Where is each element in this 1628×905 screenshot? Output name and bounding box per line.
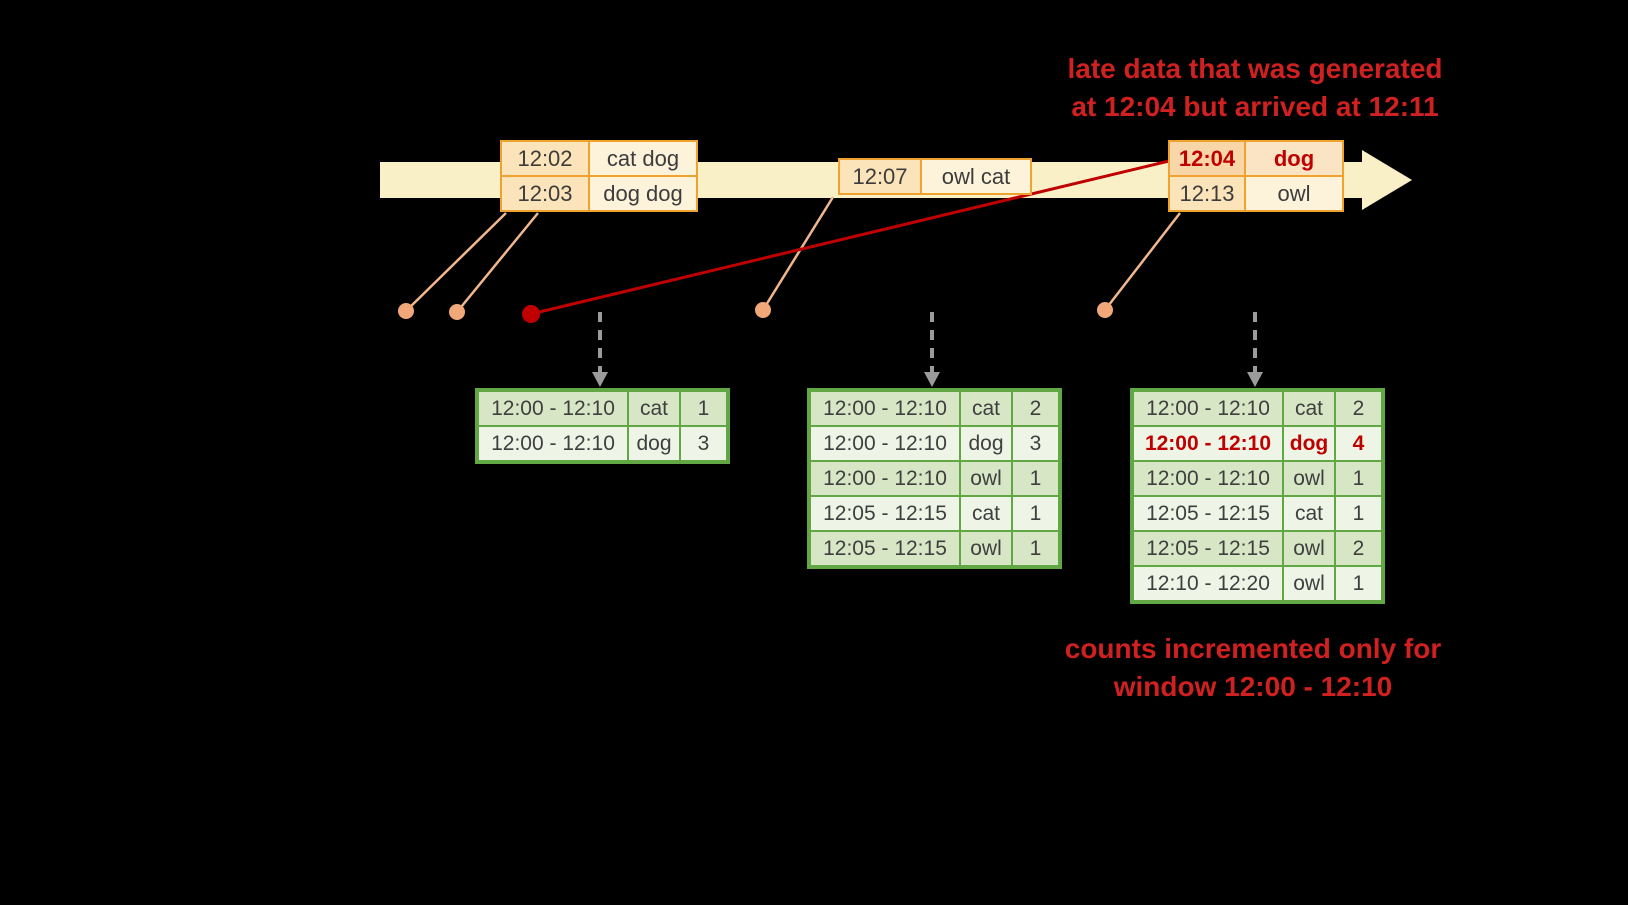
table-row: 12:00 - 12:10 dog 3 <box>810 426 1059 461</box>
event-box-1207: 12:07 owl cat <box>838 158 1032 195</box>
word-cell: cat <box>1283 391 1335 426</box>
count-cell: 1 <box>680 391 727 426</box>
word-cell: owl <box>960 461 1012 496</box>
event-words: dog <box>1245 141 1343 176</box>
late-updated-table-row: 12:00 - 12:10 dog 4 <box>1133 426 1382 461</box>
table-row: 12:05 - 12:15 cat 1 <box>1133 496 1382 531</box>
word-cell: owl <box>1283 566 1335 601</box>
count-cell: 2 <box>1012 391 1059 426</box>
event-words: dog dog <box>589 176 697 211</box>
window-cell: 12:00 - 12:10 <box>1133 461 1283 496</box>
window-cell: 12:05 - 12:15 <box>1133 531 1283 566</box>
event-time: 12:03 <box>501 176 589 211</box>
word-cell: dog <box>628 426 680 461</box>
result-table-3: 12:00 - 12:10 cat 2 12:00 - 12:10 dog 4 … <box>1130 388 1385 604</box>
count-cell: 3 <box>1012 426 1059 461</box>
window-cell: 12:00 - 12:10 <box>810 461 960 496</box>
late-data-annotation: late data that was generated at 12:04 bu… <box>960 50 1550 126</box>
event-connector-line <box>456 212 539 313</box>
trigger-arrowhead <box>1247 372 1263 387</box>
event-words: cat dog <box>589 141 697 176</box>
event-time: 12:13 <box>1169 176 1245 211</box>
event-time: 12:04 <box>1169 141 1245 176</box>
late-data-dot <box>522 305 540 323</box>
table-row: 12:05 - 12:15 cat 1 <box>810 496 1059 531</box>
event-row: 12:07 owl cat <box>839 159 1031 194</box>
event-row: 12:02 cat dog <box>501 141 697 176</box>
word-cell: dog <box>960 426 1012 461</box>
word-cell: cat <box>628 391 680 426</box>
result-table-1: 12:00 - 12:10 cat 1 12:00 - 12:10 dog 3 <box>475 388 730 464</box>
event-connector-line <box>1104 212 1181 311</box>
count-cell: 1 <box>1012 496 1059 531</box>
window-cell: 12:00 - 12:10 <box>478 426 628 461</box>
count-cell: 2 <box>1335 531 1382 566</box>
window-cell: 12:00 - 12:10 <box>810 391 960 426</box>
late-data-connector-line <box>530 159 1170 316</box>
table-row: 12:00 - 12:10 dog 3 <box>478 426 727 461</box>
table-row: 12:00 - 12:10 cat 2 <box>810 391 1059 426</box>
word-cell: dog <box>1283 426 1335 461</box>
event-dot <box>449 304 465 320</box>
count-cell: 1 <box>1335 566 1382 601</box>
event-box-1202-1203: 12:02 cat dog 12:03 dog dog <box>500 140 698 212</box>
counts-annotation-line1: counts incremented only for <box>1064 633 1442 664</box>
event-words: owl cat <box>921 159 1031 194</box>
count-cell: 2 <box>1335 391 1382 426</box>
window-cell: 12:00 - 12:10 <box>1133 426 1283 461</box>
event-row: 12:13 owl <box>1169 176 1343 211</box>
window-cell: 12:05 - 12:15 <box>810 531 960 566</box>
count-cell: 3 <box>680 426 727 461</box>
event-dot <box>398 303 414 319</box>
table-row: 12:00 - 12:10 cat 1 <box>478 391 727 426</box>
word-cell: cat <box>960 496 1012 531</box>
trigger-arrowhead <box>924 372 940 387</box>
table-row: 12:00 - 12:10 owl 1 <box>1133 461 1382 496</box>
table-row: 12:00 - 12:10 cat 2 <box>1133 391 1382 426</box>
event-time: 12:07 <box>839 159 921 194</box>
window-cell: 12:00 - 12:10 <box>810 426 960 461</box>
event-box-1204-1213: 12:04 dog 12:13 owl <box>1168 140 1344 212</box>
event-connector-line <box>761 196 835 311</box>
event-row: 12:03 dog dog <box>501 176 697 211</box>
count-cell: 1 <box>1012 461 1059 496</box>
table-row: 12:10 - 12:20 owl 1 <box>1133 566 1382 601</box>
event-words: owl <box>1245 176 1343 211</box>
result-table-2: 12:00 - 12:10 cat 2 12:00 - 12:10 dog 3 … <box>807 388 1062 569</box>
window-cell: 12:00 - 12:10 <box>478 391 628 426</box>
late-data-annotation-line1: late data that was generated <box>1067 53 1443 84</box>
word-cell: cat <box>1283 496 1335 531</box>
count-cell: 4 <box>1335 426 1382 461</box>
trigger-arrowhead <box>592 372 608 387</box>
word-cell: cat <box>960 391 1012 426</box>
count-cell: 1 <box>1335 496 1382 531</box>
counts-incremented-annotation: counts incremented only for window 12:00… <box>1028 630 1478 706</box>
late-data-annotation-line2: at 12:04 but arrived at 12:11 <box>1071 91 1439 122</box>
word-cell: owl <box>1283 461 1335 496</box>
table-row: 12:05 - 12:15 owl 2 <box>1133 531 1382 566</box>
word-cell: owl <box>1283 531 1335 566</box>
table-row: 12:00 - 12:10 owl 1 <box>810 461 1059 496</box>
table-row: 12:05 - 12:15 owl 1 <box>810 531 1059 566</box>
window-cell: 12:05 - 12:15 <box>810 496 960 531</box>
event-dot <box>1097 302 1113 318</box>
count-cell: 1 <box>1012 531 1059 566</box>
event-connector-line <box>405 212 507 312</box>
late-event-row: 12:04 dog <box>1169 141 1343 176</box>
word-cell: owl <box>960 531 1012 566</box>
window-cell: 12:00 - 12:10 <box>1133 391 1283 426</box>
counts-annotation-line2: window 12:00 - 12:10 <box>1113 671 1393 702</box>
count-cell: 1 <box>1335 461 1382 496</box>
window-cell: 12:05 - 12:15 <box>1133 496 1283 531</box>
event-dot <box>755 302 771 318</box>
window-cell: 12:10 - 12:20 <box>1133 566 1283 601</box>
event-time: 12:02 <box>501 141 589 176</box>
